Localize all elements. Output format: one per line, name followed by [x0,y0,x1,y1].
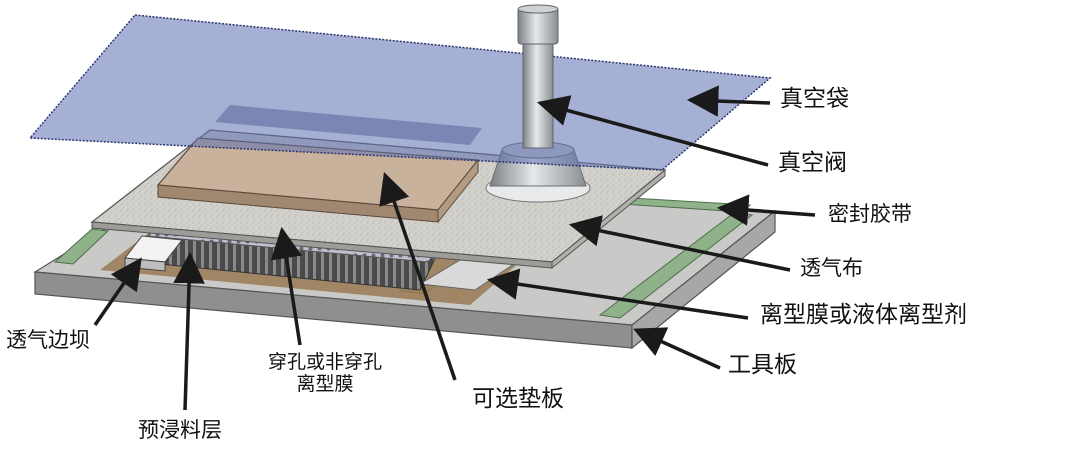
label-perforated-film-line2: 离型膜 [296,372,354,395]
label-release-film: 离型膜或液体离型剂 [760,302,967,328]
label-sealant-tape: 密封胶带 [828,202,912,226]
valve-stem [517,4,559,149]
label-breather: 透气布 [800,256,863,280]
label-vacuum-valve: 真空阀 [778,150,847,176]
leader-arrows [93,85,816,411]
label-breather-dam: 透气边坝 [6,328,90,352]
label-perforated-film: 穿孔或非穿孔 离型膜 [240,351,410,396]
vacuum-bag [28,14,772,171]
label-vacuum-bag: 真空袋 [780,86,849,112]
label-prepreg: 预浸料层 [138,418,222,442]
label-perforated-film-line1: 穿孔或非穿孔 [267,351,382,373]
label-caul-plate: 可选垫板 [472,386,564,412]
label-tool-plate: 工具板 [728,352,797,378]
